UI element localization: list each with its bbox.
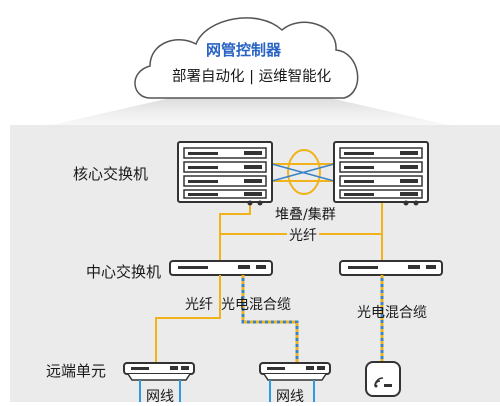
cloud-icon xyxy=(134,17,359,99)
left-hybrid-label: 光电混合缆 xyxy=(221,297,291,313)
cloud-title: 网管控制器 xyxy=(206,41,282,59)
center-switch-left xyxy=(169,260,273,276)
core-switch-right xyxy=(333,141,429,206)
stack-ring-icon xyxy=(271,149,335,195)
stack-label: 堆叠/集群 xyxy=(275,207,336,223)
left-hybrid-link xyxy=(241,275,299,362)
network-cable-label-1: 网线 xyxy=(146,389,174,405)
left-fiber-link xyxy=(155,275,221,362)
remote-unit-right xyxy=(259,362,331,381)
network-cable-links xyxy=(139,380,315,402)
center-switch-right xyxy=(339,260,443,276)
core-switch-left xyxy=(177,141,273,206)
cloud-subtitle: 部署自动化 | 运维智能化 xyxy=(172,69,332,85)
remote-unit-left xyxy=(123,362,195,381)
row-label-center: 中心交换机 xyxy=(86,263,162,281)
cloud-beam xyxy=(30,98,470,130)
network-cable-label-2: 网线 xyxy=(276,389,304,405)
row-label-remote: 远端单元 xyxy=(46,362,107,380)
row-label-core: 核心交换机 xyxy=(73,165,149,183)
core-uplink-label: 光纤 xyxy=(287,225,319,245)
right-hybrid-label: 光电混合缆 xyxy=(357,305,427,321)
left-fiber-label: 光纤 xyxy=(185,297,213,313)
wifi-ap-icon xyxy=(365,361,401,397)
